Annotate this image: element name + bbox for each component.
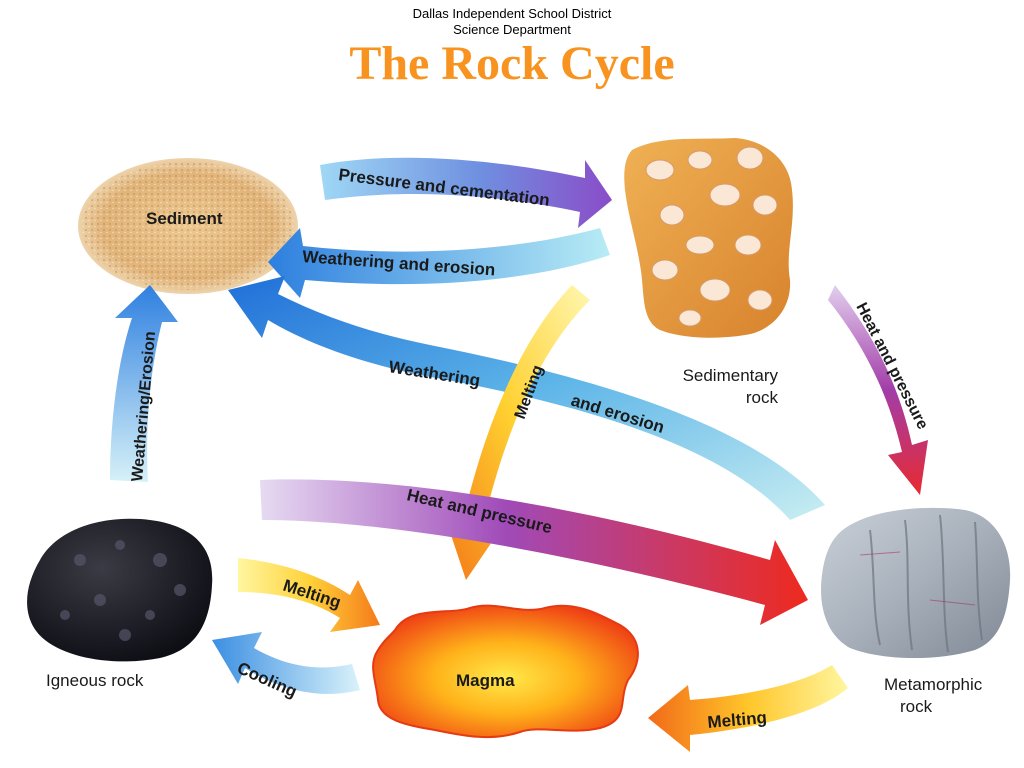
node-sediment: Sediment [146, 209, 223, 228]
metamorphic-rock-image [821, 508, 1010, 658]
label-melting-metamorphic: Melting [707, 708, 768, 732]
node-magma: Magma [456, 671, 515, 690]
node-sedimentary-line1: Sedimentary [683, 366, 779, 385]
sedimentary-rock-image [624, 138, 793, 338]
node-sedimentary-line2: rock [746, 388, 779, 407]
node-metamorphic-line1: Metamorphic [884, 675, 983, 694]
node-igneous: Igneous rock [46, 671, 144, 690]
igneous-rock-image [27, 519, 212, 662]
node-metamorphic-line2: rock [900, 697, 933, 716]
